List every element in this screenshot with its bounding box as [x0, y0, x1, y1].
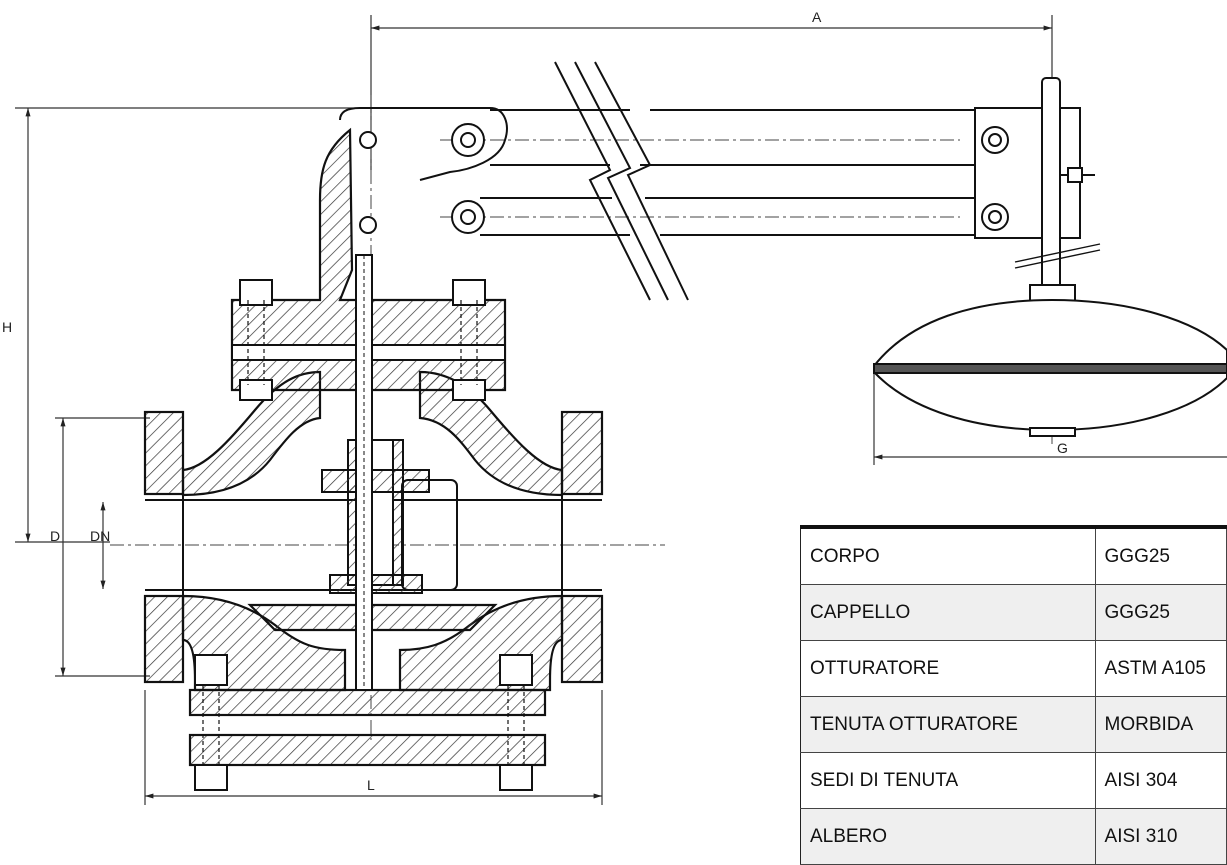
- part-cell: CORPO: [800, 527, 1096, 585]
- dimension-g-label: G: [1057, 440, 1068, 456]
- dimension-d-label: D: [50, 528, 60, 544]
- dimension-a: [370, 15, 1053, 300]
- material-cell: AISI 304: [1095, 752, 1227, 809]
- dimension-l: [144, 690, 603, 805]
- part-cell: ALBERO: [800, 808, 1096, 865]
- table-row: SEDI DI TENUTA AISI 304: [800, 752, 1227, 809]
- dimension-d: [55, 417, 150, 677]
- material-cell: ASTM A105: [1095, 640, 1227, 697]
- material-cell: GGG25: [1095, 584, 1227, 641]
- valve-stem: [355, 254, 373, 691]
- materials-table: CORPO GGG25 CAPPELLO GGG25 OTTURATORE AS…: [800, 525, 1227, 865]
- part-cell: OTTURATORE: [800, 640, 1096, 697]
- table-row: TENUTA OTTURATORE MORBIDA: [800, 696, 1227, 753]
- table-row: CAPPELLO GGG25: [800, 584, 1227, 641]
- dimension-g: [873, 372, 1227, 465]
- table-row: ALBERO AISI 310: [800, 808, 1227, 865]
- part-cell: SEDI DI TENUTA: [800, 752, 1096, 809]
- material-cell: MORBIDA: [1095, 696, 1227, 753]
- part-cell: CAPPELLO: [800, 584, 1096, 641]
- valve-plug: [321, 439, 458, 594]
- lever-pivots: [359, 123, 1009, 234]
- material-cell: AISI 310: [1095, 808, 1227, 865]
- table-row: OTTURATORE ASTM A105: [800, 640, 1227, 697]
- part-cell: TENUTA OTTURATORE: [800, 696, 1096, 753]
- dimension-dn-label: DN: [90, 528, 110, 544]
- float: [873, 298, 1227, 437]
- dimension-l-label: L: [367, 777, 375, 793]
- float-rod: [1014, 77, 1101, 304]
- lever-arm: [339, 61, 1081, 301]
- table-row: CORPO GGG25: [800, 527, 1227, 585]
- bolts: [194, 279, 533, 791]
- material-cell: GGG25: [1095, 527, 1227, 585]
- dimension-h-label: H: [2, 319, 12, 335]
- dimension-a-label: A: [812, 9, 822, 25]
